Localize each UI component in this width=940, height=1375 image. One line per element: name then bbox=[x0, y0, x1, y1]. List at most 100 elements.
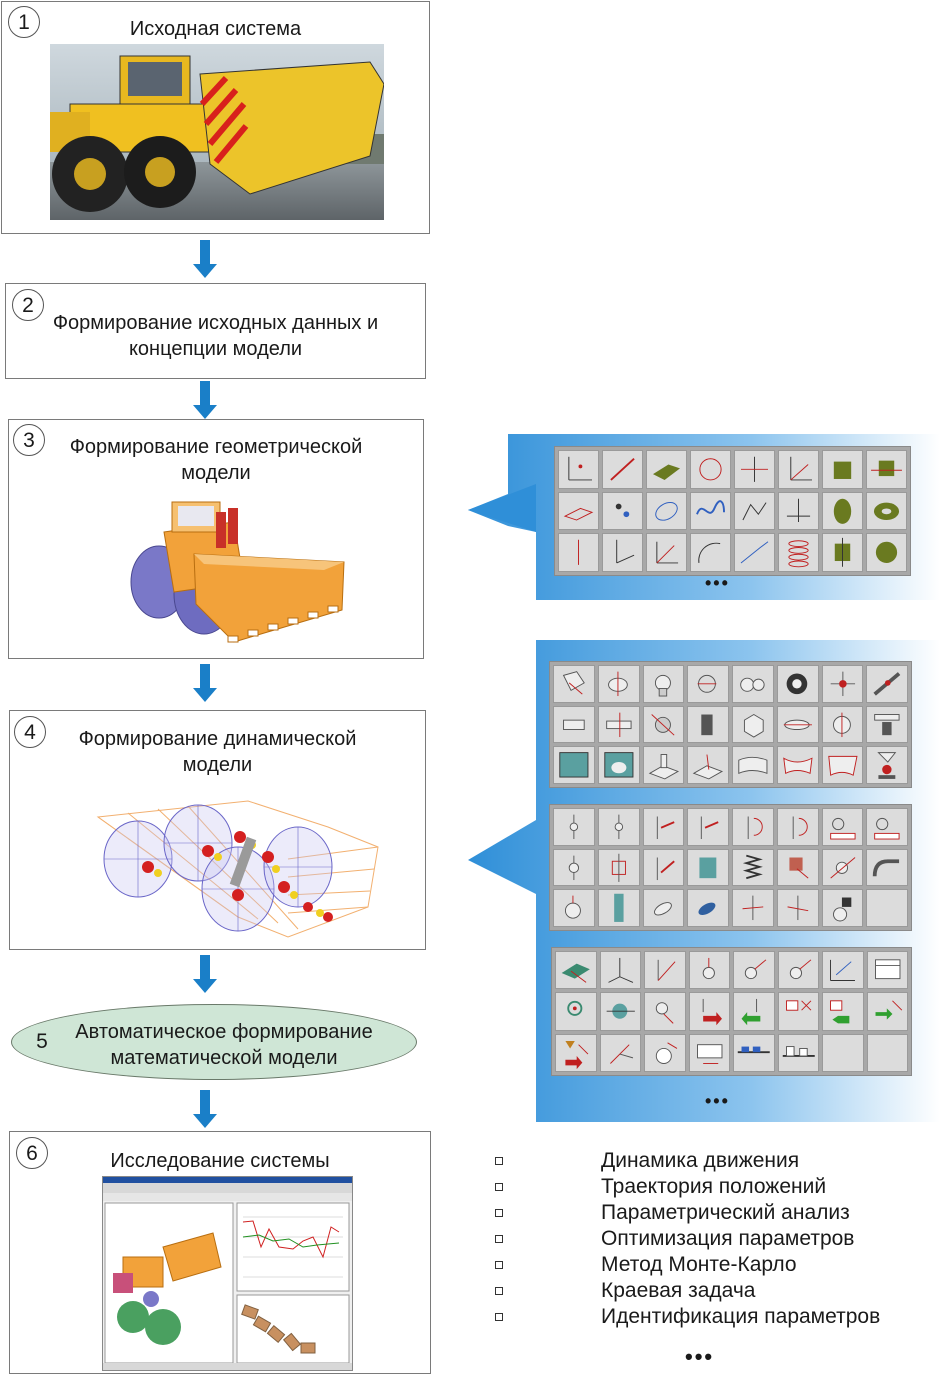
flexible-contact-icon[interactable] bbox=[821, 746, 864, 784]
prism-icon[interactable] bbox=[822, 533, 863, 572]
linear-spring-icon[interactable] bbox=[553, 808, 595, 846]
velocity-sensor-icon[interactable] bbox=[733, 951, 775, 990]
spherical-joint-icon[interactable] bbox=[642, 665, 685, 703]
cross-joint-icon[interactable] bbox=[821, 665, 864, 703]
signal-arrow-red-icon[interactable] bbox=[688, 992, 730, 1031]
force-F-icon[interactable] bbox=[642, 808, 685, 846]
joint-torque-table-icon[interactable] bbox=[866, 808, 908, 846]
slider-icon[interactable] bbox=[866, 705, 908, 744]
contact-force-icon[interactable] bbox=[732, 889, 774, 927]
contact-body-icon[interactable] bbox=[597, 746, 640, 784]
acceleration-sensor-icon[interactable] bbox=[777, 951, 819, 990]
track-icon[interactable] bbox=[597, 889, 640, 927]
bushing-icon[interactable] bbox=[821, 848, 864, 887]
distance-sensor-icon[interactable] bbox=[688, 951, 730, 990]
tire-force-icon[interactable] bbox=[553, 889, 595, 927]
analysis-item-label: Траектория положений bbox=[601, 1175, 827, 1198]
coordinate-frame-icon[interactable] bbox=[778, 450, 819, 489]
box-icon[interactable] bbox=[822, 450, 863, 489]
cylinder-icon[interactable] bbox=[822, 491, 863, 531]
beam-icon[interactable] bbox=[866, 848, 908, 887]
geometry-icon-grid bbox=[554, 446, 911, 576]
gravity-force-icon[interactable] bbox=[776, 889, 819, 927]
point-icon[interactable] bbox=[558, 450, 599, 489]
point-curve-contact-icon[interactable] bbox=[687, 746, 729, 784]
contact-surface-icon[interactable] bbox=[553, 746, 595, 784]
double-joint-icon[interactable] bbox=[776, 705, 819, 744]
step-2-title-line1: Формирование исходных данных и bbox=[52, 312, 379, 334]
hinge-axis-icon[interactable] bbox=[687, 705, 729, 744]
torus-icon[interactable] bbox=[866, 491, 907, 531]
step-1-box: 1 Исходная система bbox=[1, 1, 430, 234]
spring-damper-icon[interactable] bbox=[687, 848, 729, 887]
torque-M-table-icon[interactable] bbox=[776, 808, 819, 846]
signal-arrow-green-icon[interactable] bbox=[733, 992, 775, 1031]
bus-split-icon[interactable] bbox=[777, 1033, 819, 1072]
gear-joint-icon[interactable] bbox=[732, 665, 774, 703]
point-plane-contact-icon[interactable] bbox=[642, 746, 685, 784]
input-output-red-icon[interactable] bbox=[777, 992, 819, 1031]
damper-icon[interactable] bbox=[597, 848, 640, 887]
trigger-icon[interactable] bbox=[599, 1033, 641, 1072]
force-moment-icon[interactable] bbox=[776, 848, 819, 887]
joint-force-table-icon[interactable] bbox=[821, 808, 864, 846]
lookup-icon[interactable] bbox=[644, 992, 686, 1031]
universal-joint-icon[interactable] bbox=[687, 665, 729, 703]
bearing-icon[interactable] bbox=[821, 705, 864, 744]
prismatic-joint-icon[interactable] bbox=[553, 705, 595, 744]
surface-contact-icon[interactable] bbox=[732, 746, 774, 784]
bipolar-force-icon[interactable] bbox=[553, 848, 595, 887]
aero-force-icon[interactable] bbox=[642, 889, 685, 927]
arrow-5-6 bbox=[193, 1090, 217, 1128]
spline-icon[interactable] bbox=[690, 491, 731, 531]
arc-icon[interactable] bbox=[690, 533, 731, 572]
spring-coil-icon[interactable] bbox=[732, 848, 774, 887]
frame-sensor-icon[interactable] bbox=[599, 951, 641, 990]
geometry-more-dots: ••• bbox=[705, 573, 730, 593]
vertical-line-icon[interactable] bbox=[558, 533, 599, 572]
spring-surface-icon[interactable] bbox=[778, 533, 819, 572]
cylindrical-joint-icon[interactable] bbox=[597, 705, 640, 744]
plane-point-icon[interactable] bbox=[558, 491, 599, 531]
wheel-icon[interactable] bbox=[776, 665, 819, 703]
controller-icon[interactable] bbox=[555, 992, 597, 1031]
empty-slot bbox=[866, 889, 908, 927]
transfer-function-icon[interactable] bbox=[599, 992, 641, 1031]
cube-contact-icon[interactable] bbox=[732, 705, 774, 744]
tabular-force-icon[interactable] bbox=[597, 808, 640, 846]
angle-sensor-icon[interactable] bbox=[644, 951, 686, 990]
bearing-force-icon[interactable] bbox=[821, 889, 864, 927]
rotation-frame-icon[interactable] bbox=[646, 533, 687, 572]
fluid-force-icon[interactable] bbox=[687, 889, 729, 927]
function-axis-icon[interactable] bbox=[734, 450, 775, 489]
curve-curve-contact-icon[interactable] bbox=[776, 746, 819, 784]
force-F-table-icon[interactable] bbox=[687, 808, 729, 846]
force-vector-icon[interactable] bbox=[642, 848, 685, 887]
graph-sensor-icon[interactable] bbox=[822, 951, 864, 990]
revolute-joint-icon[interactable] bbox=[597, 665, 640, 703]
curve-icon[interactable] bbox=[734, 533, 775, 572]
angle-frame-icon[interactable] bbox=[602, 533, 643, 572]
plane-sensor-icon[interactable] bbox=[555, 951, 597, 990]
line-icon[interactable] bbox=[602, 450, 643, 489]
torque-M-icon[interactable] bbox=[732, 808, 774, 846]
bus-icon[interactable] bbox=[733, 1033, 775, 1072]
ellipse-icon[interactable] bbox=[646, 491, 687, 531]
cube-plane-icon[interactable] bbox=[866, 450, 907, 489]
sphere-icon[interactable] bbox=[866, 533, 907, 572]
event-icon[interactable] bbox=[555, 1033, 597, 1072]
circle-icon[interactable] bbox=[690, 450, 731, 489]
points-icon[interactable] bbox=[602, 491, 643, 531]
polyline-icon[interactable] bbox=[734, 491, 775, 531]
tire-contact-icon[interactable] bbox=[866, 746, 908, 784]
plane-icon[interactable] bbox=[646, 450, 687, 489]
screw-joint-icon[interactable] bbox=[866, 665, 908, 703]
frame-axes-icon[interactable] bbox=[778, 491, 819, 531]
delay-icon[interactable] bbox=[644, 1033, 686, 1072]
body-icon[interactable] bbox=[553, 665, 595, 703]
table-sensor-icon[interactable] bbox=[866, 951, 908, 990]
input-output-green-icon[interactable] bbox=[822, 992, 864, 1031]
switch-icon[interactable] bbox=[688, 1033, 730, 1072]
signal-mix-icon[interactable] bbox=[866, 992, 908, 1031]
ball-joint-icon[interactable] bbox=[642, 705, 685, 744]
